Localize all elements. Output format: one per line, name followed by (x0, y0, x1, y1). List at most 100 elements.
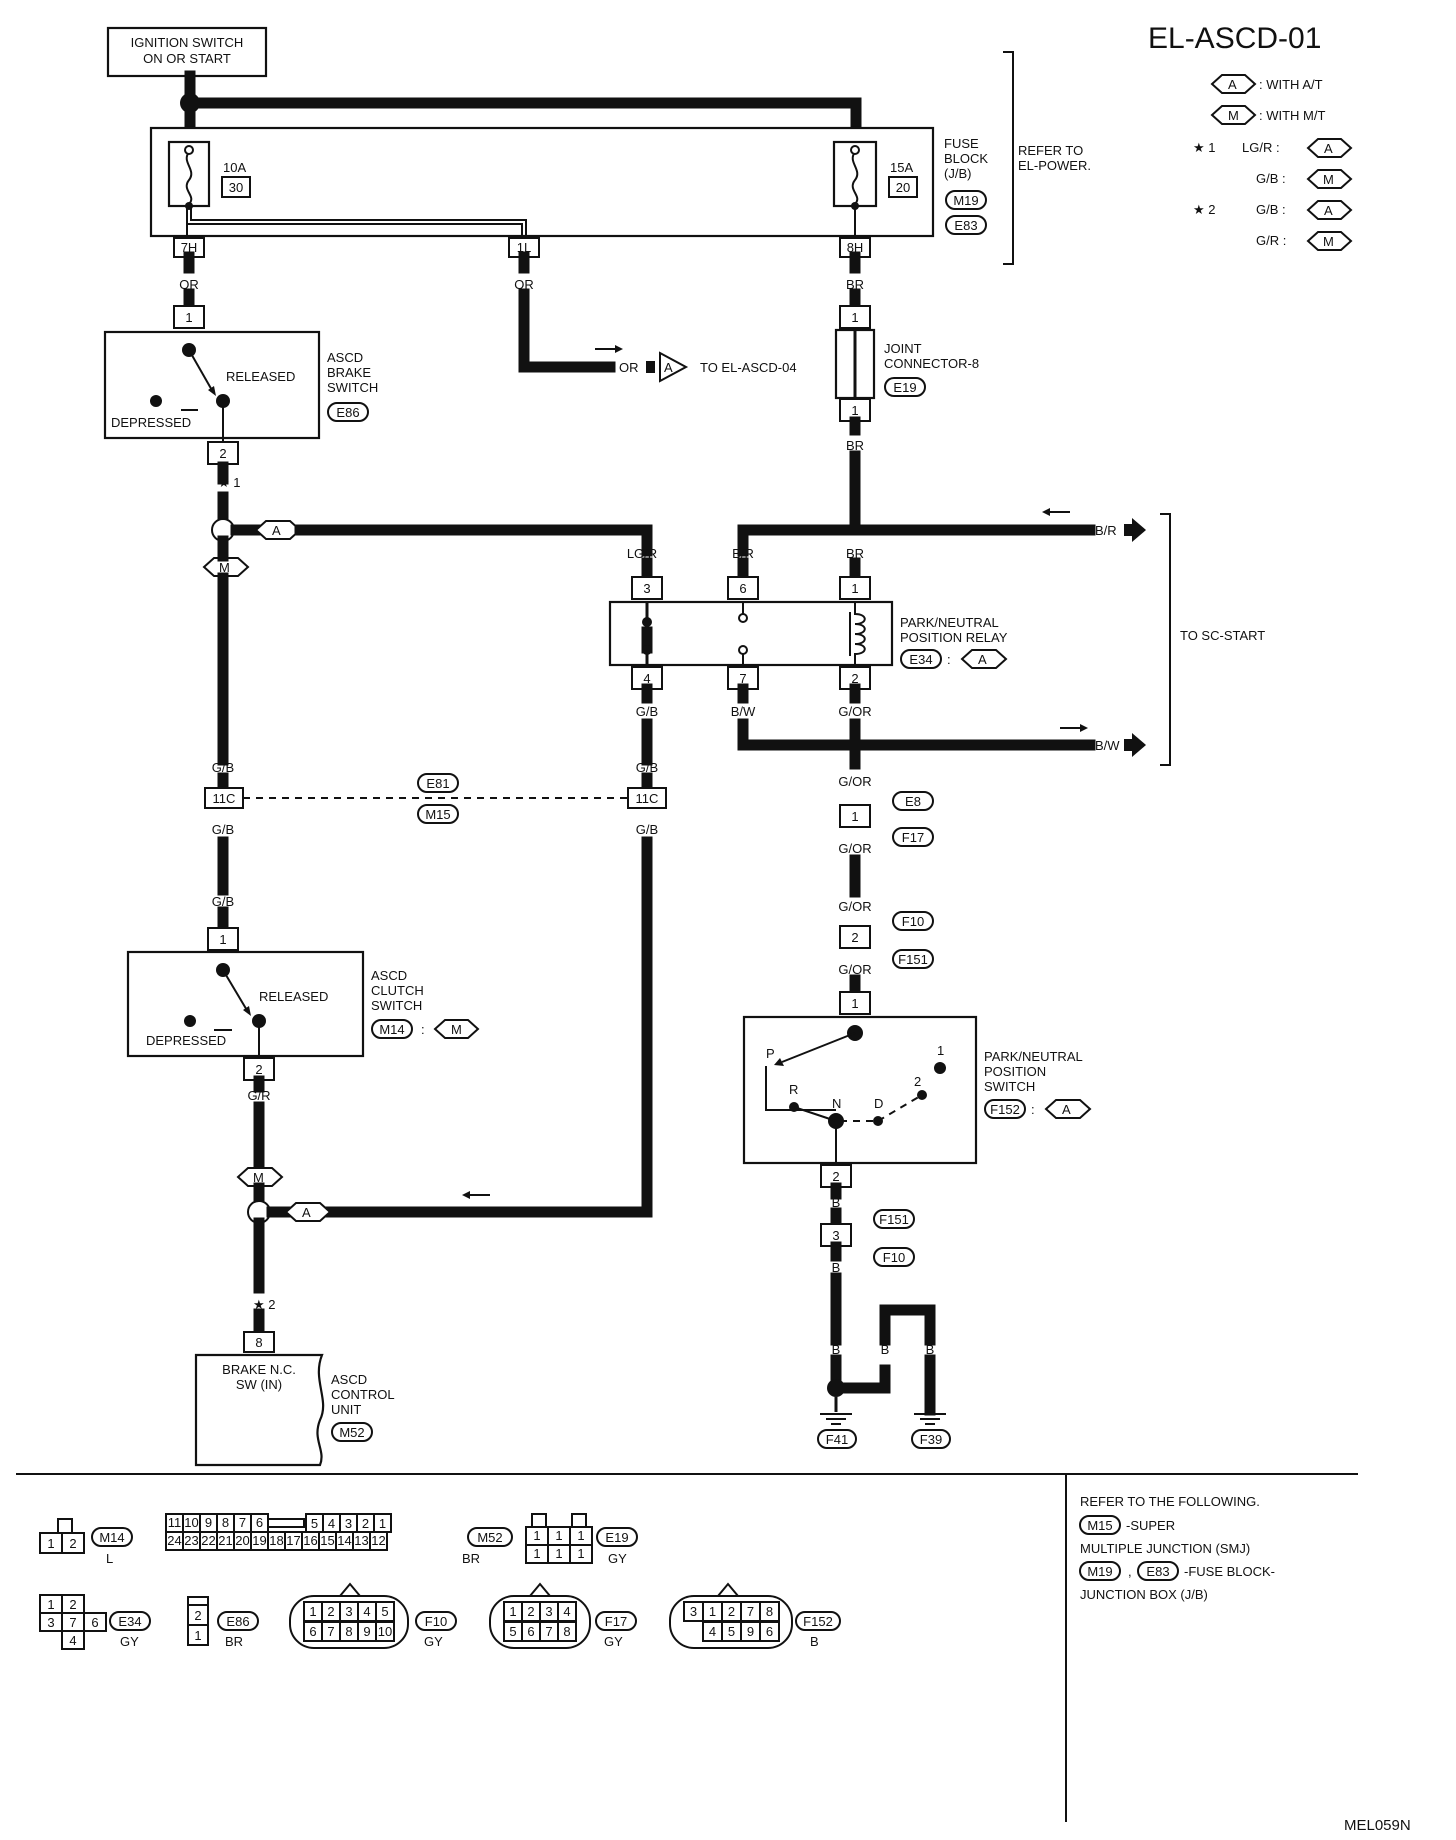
relay-symbol: A (978, 652, 987, 667)
f10-bottom-pin: 9 (363, 1624, 370, 1639)
e86-pin-2: 2 (194, 1608, 201, 1623)
brake-switch-connector: E86 (336, 405, 359, 420)
m52-bottom-pin: 14 (337, 1533, 351, 1548)
legend-star2-color1: G/B : (1256, 202, 1286, 217)
wire-br-out: B/R (1095, 523, 1117, 538)
wire-gb-l3: G/B (212, 894, 234, 909)
wire-gb-l2: G/B (212, 822, 234, 837)
m52-top-pin: 10 (184, 1515, 198, 1530)
clutch-depressed: DEPRESSED (146, 1033, 226, 1048)
m52-name: M52 (477, 1530, 502, 1545)
m52-bottom-pin: 12 (371, 1533, 385, 1548)
fuse-block-name-2: BLOCK (944, 151, 988, 166)
fuse-block-refer-1: REFER TO (1018, 143, 1083, 158)
wire-gr: G/R (247, 1088, 270, 1103)
f10-color: GY (424, 1634, 443, 1649)
ignition-line1: IGNITION SWITCH (131, 35, 244, 50)
f10-top-pin: 2 (327, 1604, 334, 1619)
m52-top-pin: 9 (205, 1515, 212, 1530)
pn-switch-name-2: POSITION (984, 1064, 1046, 1079)
inline-3-conn-2: F10 (883, 1250, 905, 1265)
joint-pin-top: 1 (851, 310, 858, 325)
terminal-1l: 1L (517, 240, 531, 255)
fuse-right-num: 20 (896, 180, 910, 195)
relay-pin-3: 3 (643, 581, 650, 596)
ground-f39: F39 (911, 1413, 951, 1449)
legend-star2-label: ★ 2 (1193, 202, 1216, 217)
f152-top-pin: 2 (728, 1604, 735, 1619)
f17-top-pin: 4 (563, 1604, 570, 1619)
pn-switch-connector: F152 (990, 1102, 1020, 1117)
e19-bottom-cell (569, 1544, 593, 1564)
m52-bottom-pin: 15 (320, 1533, 334, 1548)
pn-switch-symbol: A (1062, 1102, 1071, 1117)
ignition-switch: IGNITION SWITCH ON OR START (106, 26, 268, 78)
figure-code: MEL059N (1344, 1817, 1411, 1834)
inline-1-pin: 1 (851, 809, 858, 824)
m52-bottom-pin: 24 (167, 1533, 181, 1548)
joint-11c-conn-2: M15 (425, 807, 450, 822)
pn-switch-pin-top: 1 (851, 996, 858, 1011)
f10-top-pin: 3 (345, 1604, 352, 1619)
wire-b-1: B (832, 1195, 841, 1210)
ascd-clutch-switch: 1 RELEASED DEPRESSED ASCD CLUTCH SWITCH … (126, 927, 480, 1081)
legend-star1-label: ★ 1 (1193, 140, 1216, 155)
wire-gb-r3: G/B (636, 822, 658, 837)
inline-connector-1: 1 E8 F17 (839, 791, 934, 847)
to-sc-start: TO SC-START (1180, 628, 1265, 643)
wire-lgr: LG/R (627, 546, 657, 561)
f10-bottom-pin: 10 (378, 1624, 392, 1639)
m52-top-pin: 6 (256, 1515, 263, 1530)
f152-color: B (810, 1634, 819, 1649)
joint-11c-right: 11C (636, 791, 659, 806)
f152-bottom-pin: 9 (747, 1624, 754, 1639)
f10-bottom-pin: 6 (309, 1624, 316, 1639)
brake-switch-name-1: ASCD (327, 350, 363, 365)
inline-3-pin: 3 (832, 1228, 839, 1243)
m52-bottom-pin: 13 (354, 1533, 368, 1548)
note-conn-m15: M15 (1087, 1518, 1112, 1533)
m52-top-pin: 8 (222, 1515, 229, 1530)
pn-pos-2: 2 (914, 1074, 921, 1089)
control-unit-label-1: BRAKE N.C. (222, 1362, 296, 1377)
legend-mt-text: : WITH M/T (1259, 108, 1325, 123)
f152-top-pin: 8 (766, 1604, 773, 1619)
fuse-block-connector-1: M19 (953, 193, 978, 208)
e19-bottom-pin: 1 (533, 1546, 540, 1561)
legend-with-mt: M : WITH M/T (1210, 105, 1325, 125)
pn-pos-n: N (832, 1096, 841, 1111)
relay-connector: E34 (909, 652, 932, 667)
pn-pos-1: 1 (937, 1043, 944, 1058)
control-unit-name-3: UNIT (331, 1402, 361, 1417)
inline-1-conn-1: E8 (905, 794, 921, 809)
clutch-name-3: SWITCH (371, 998, 422, 1013)
joint-connector-id: E19 (893, 380, 916, 395)
m52-bottom-pin: 19 (252, 1533, 266, 1548)
m52-bottom-pin: 16 (303, 1533, 317, 1548)
page-title: EL-ASCD-01 (1148, 22, 1321, 55)
wire-br-3: BR (846, 546, 864, 561)
m52-bottom-pin: 23 (184, 1533, 198, 1548)
svg-text::: : (421, 1022, 425, 1037)
clutch-name-2: CLUTCH (371, 983, 424, 998)
fuse-left-num: 30 (229, 180, 243, 195)
wire-or-2: OR (514, 277, 534, 292)
m52-bottom-pin: 18 (269, 1533, 283, 1548)
f152-top-pin: 3 (690, 1604, 697, 1619)
fuse-block-connector-2: E83 (954, 218, 977, 233)
relay-name-2: POSITION RELAY (900, 630, 1008, 645)
m52-bottom-pin: 22 (201, 1533, 215, 1548)
f17-top-pin: 1 (509, 1604, 516, 1619)
m52-bottom-pin: 20 (235, 1533, 249, 1548)
note-line-5: JUNCTION BOX (J/B) (1080, 1587, 1208, 1602)
wire-gor-5: G/OR (838, 962, 871, 977)
ground-f39-label: F39 (920, 1432, 942, 1447)
svg-text::: : (947, 652, 951, 667)
wire-b-3: B (832, 1342, 841, 1357)
inline-1-conn-2: F17 (902, 830, 924, 845)
m52-top-pin: 2 (362, 1516, 369, 1531)
wire-or-1: OR (179, 277, 199, 292)
